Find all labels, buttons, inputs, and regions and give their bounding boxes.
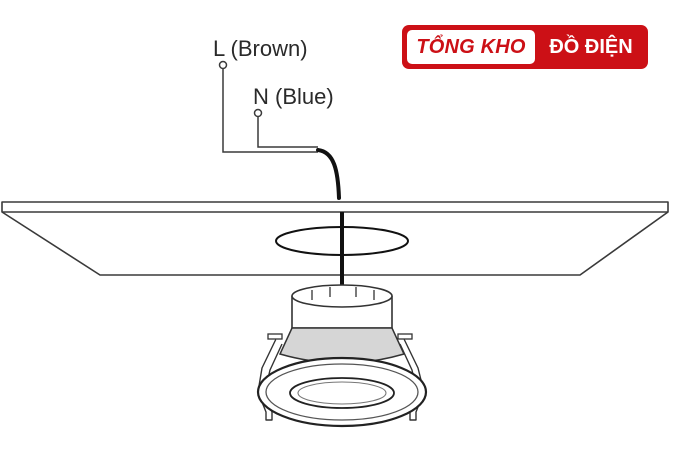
live-wire xyxy=(222,69,318,153)
power-cable xyxy=(316,148,341,200)
neutral-terminal xyxy=(253,108,263,118)
lamp-trim-ring xyxy=(256,356,428,428)
neutral-wire-label: N (Blue) xyxy=(253,84,334,109)
live-terminal xyxy=(218,60,228,70)
neutral-wire xyxy=(257,117,318,148)
live-wire-label: L (Brown) xyxy=(213,36,308,61)
brand-logo-part1: TỔNG KHO xyxy=(407,30,535,64)
brand-logo: TỔNG KHO ĐỒ ĐIỆN xyxy=(402,25,648,69)
brand-logo-part2: ĐỒ ĐIỆN xyxy=(549,35,633,58)
driver-housing xyxy=(291,284,393,329)
